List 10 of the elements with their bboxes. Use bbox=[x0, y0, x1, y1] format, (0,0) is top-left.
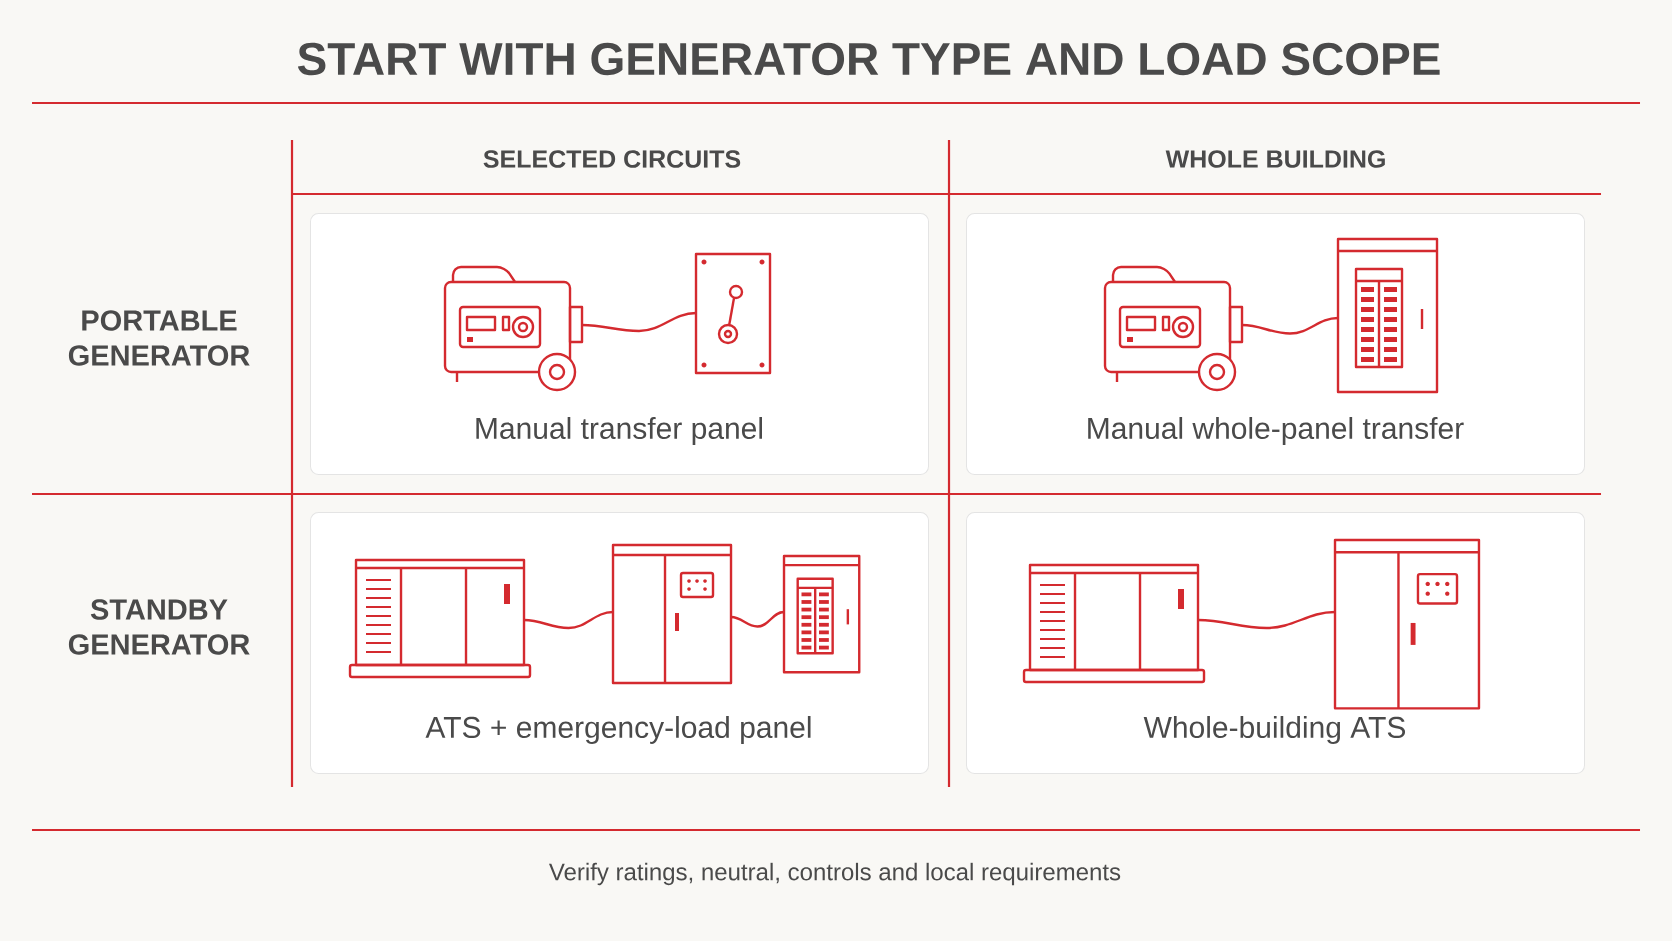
row-header: PORTABLE GENERATOR bbox=[68, 310, 250, 366]
title: START WITH GENERATOR TYPE AND LOAD SCOPE bbox=[297, 42, 1440, 76]
card: Whole-building ATS bbox=[966, 512, 1585, 774]
caption: Verify ratings, neutral, controls and local requirements bbox=[549, 862, 1121, 886]
card: Manual transfer panel bbox=[310, 213, 929, 475]
column-header: WHOLE BUILDING bbox=[1165, 150, 1385, 168]
card: Manual whole-panel transfer bbox=[966, 213, 1585, 475]
column-header: SELECTED CIRCUITS bbox=[483, 150, 741, 168]
row-header: STANDBY GENERATOR bbox=[68, 599, 250, 655]
card: ATS + emergency-load panel bbox=[310, 512, 929, 774]
